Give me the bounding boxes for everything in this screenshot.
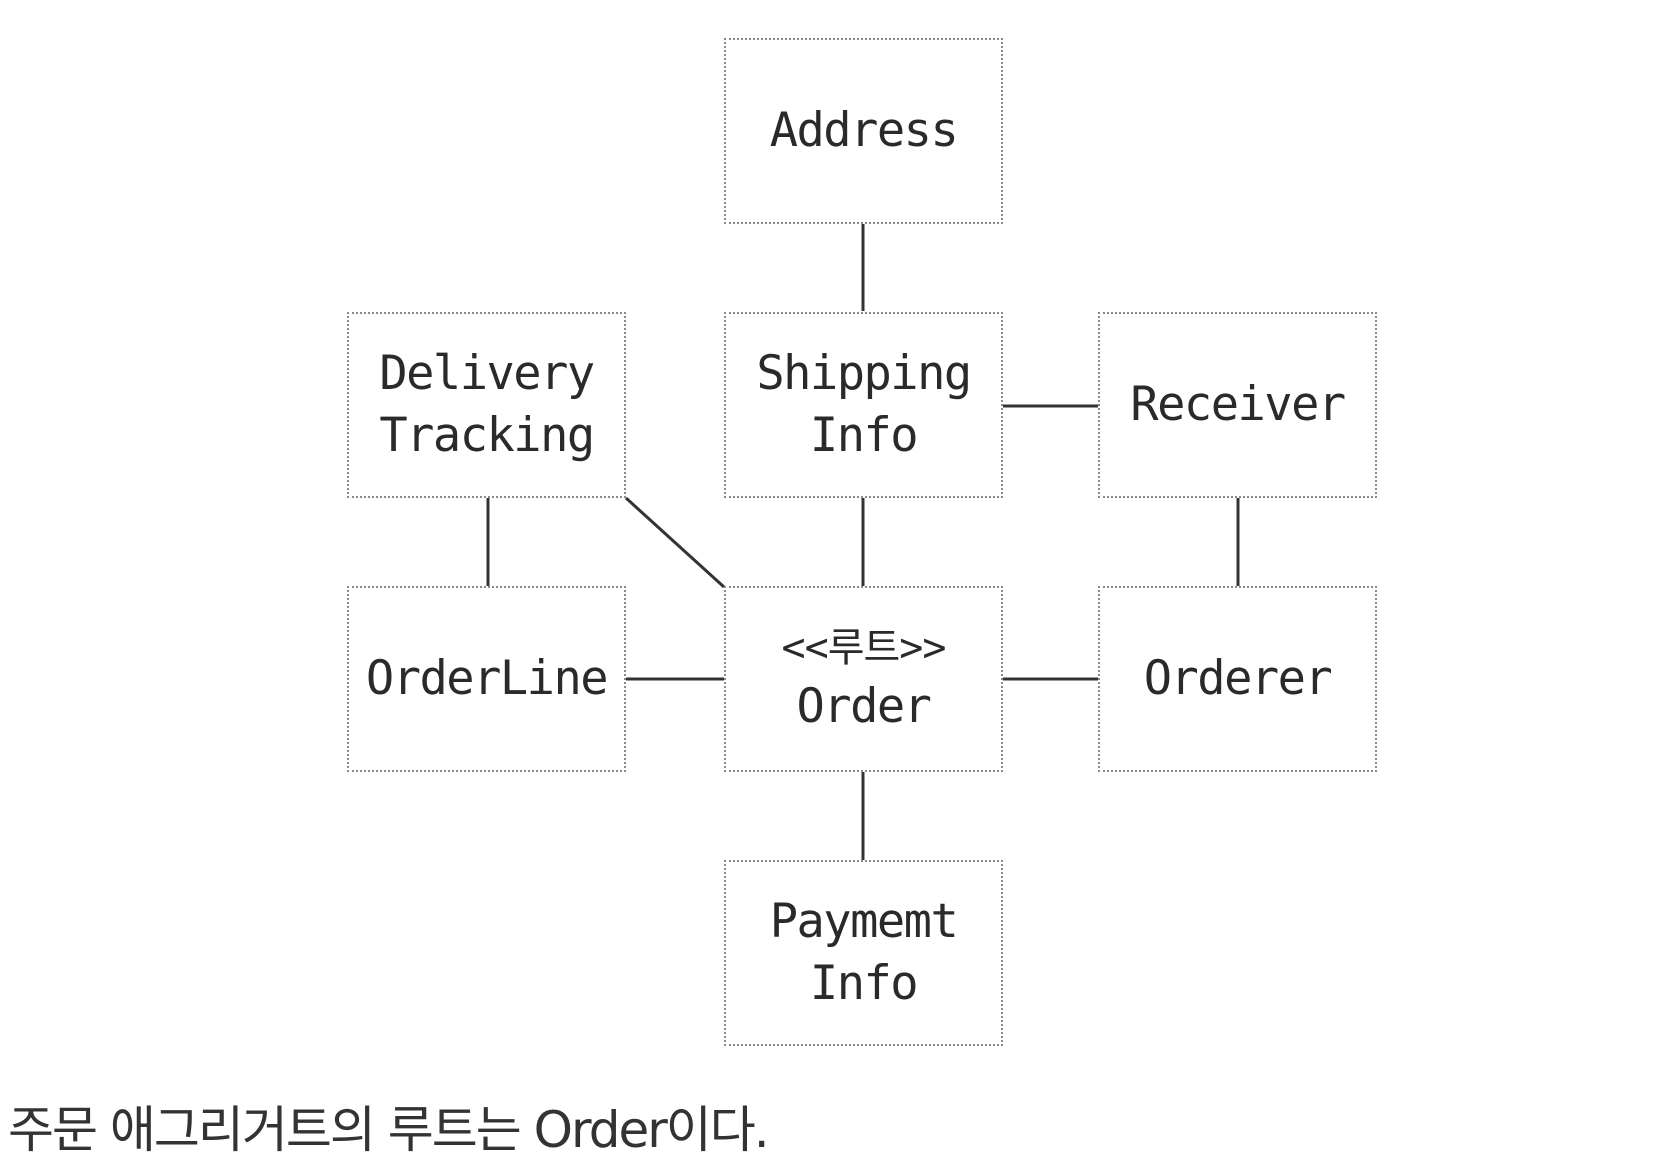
node-order: <<루트>> Order <box>724 586 1003 772</box>
node-payment-info-label-1: Paymemt <box>769 894 959 949</box>
node-address: Address <box>724 38 1003 224</box>
node-address-label: Address <box>769 103 959 158</box>
node-shipping-info: Shipping Info <box>724 312 1003 498</box>
node-shipping-info-label-1: Shipping <box>756 346 972 401</box>
node-delivery-tracking-label-2: Tracking <box>379 408 595 463</box>
node-receiver-label: Receiver <box>1130 377 1346 432</box>
node-payment-info: Paymemt Info <box>724 860 1003 1046</box>
node-shipping-info-label-2: Info <box>809 408 919 463</box>
node-receiver: Receiver <box>1098 312 1377 498</box>
node-order-label: Order <box>796 679 932 734</box>
node-orderline: OrderLine <box>347 586 626 772</box>
node-orderline-label: OrderLine <box>365 651 609 706</box>
node-delivery-tracking-label-1: Delivery <box>379 346 595 401</box>
node-delivery-tracking: Delivery Tracking <box>347 312 626 498</box>
node-orderer: Orderer <box>1098 586 1377 772</box>
node-orderer-label: Orderer <box>1143 651 1333 706</box>
edge-delivery-order <box>624 496 726 589</box>
figure-caption: 주문 애그리거트의 루트는 Order이다. <box>8 1101 770 1159</box>
node-payment-info-label-2: Info <box>809 956 919 1011</box>
node-order-stereotype: <<루트>> <box>781 625 947 671</box>
